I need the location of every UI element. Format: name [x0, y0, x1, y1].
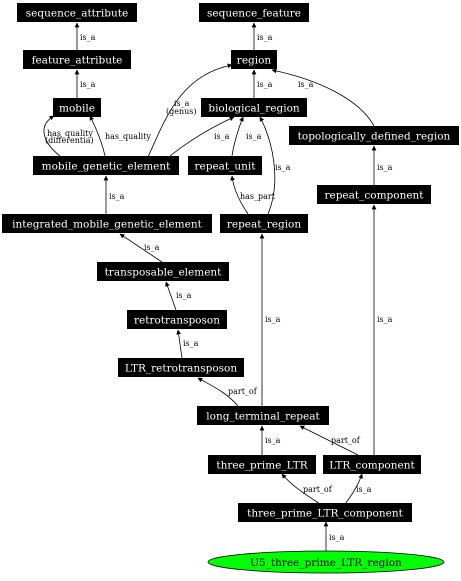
edge-label: (differentia): [45, 136, 94, 145]
node-ltr-component[interactable]: LTR_component: [323, 455, 421, 474]
node-three-prime-ltr[interactable]: three_prime_LTR: [208, 455, 316, 474]
node-biological-region[interactable]: biological_region: [201, 98, 307, 117]
edge-ltr-component-part-of-ltr: [299, 425, 359, 456]
node-label: region: [237, 55, 272, 67]
edge-label: is_a: [377, 163, 393, 172]
edge-label: has_quality: [47, 129, 93, 138]
node-label: LTR_component: [329, 460, 415, 472]
edge-tplc-to-ltr-component: [344, 473, 363, 505]
node-repeat-unit[interactable]: repeat_unit: [188, 156, 262, 175]
node-label: feature_attribute: [32, 55, 123, 67]
edge-label: is_a: [80, 80, 96, 89]
edge-label: (genus): [166, 107, 197, 116]
edges: is_a is_a is_a is_a is_a (genus) is_a ha…: [43, 22, 393, 552]
edge-label: is_a: [183, 339, 199, 348]
edge-repeat-region-has-part-repeat-unit: [230, 175, 249, 215]
edge-tplc-part-of-three-prime-ltr: [281, 473, 321, 505]
edge-label: is_a: [80, 33, 96, 42]
edge-label: is_a: [109, 192, 125, 201]
node-repeat-region[interactable]: repeat_region: [220, 214, 308, 233]
node-label: repeat_unit: [194, 161, 256, 173]
edge-topologically-defined-region-to-region: [271, 68, 375, 127]
node-repeat-component[interactable]: repeat_component: [317, 185, 431, 204]
edge-label: is_a: [265, 436, 281, 445]
node-label: three_prime_LTR: [216, 460, 308, 472]
node-label: repeat_region: [227, 219, 302, 231]
node-label: sequence_feature: [207, 8, 301, 20]
node-label: retrotransposon: [134, 315, 220, 327]
edge-label: has_quality: [105, 132, 151, 141]
node-feature-attribute[interactable]: feature_attribute: [23, 50, 131, 69]
node-long-terminal-repeat[interactable]: long_terminal_repeat: [197, 406, 329, 425]
edge-label: is_a: [265, 315, 281, 324]
edge-label: is_a: [174, 99, 190, 108]
node-three-prime-ltr-component[interactable]: three_prime_LTR_component: [238, 503, 412, 522]
edge-label: is_a: [298, 80, 314, 89]
edge-transposable-element-to-imge: [119, 233, 163, 263]
node-mobile-genetic-element[interactable]: mobile_genetic_element: [33, 156, 179, 175]
node-label: sequence_attribute: [26, 8, 128, 20]
edge-label: is_a: [246, 132, 262, 141]
edge-label: is_a: [214, 132, 230, 141]
edge-mge-to-mobile-has-quality: [89, 115, 106, 157]
node-topologically-defined-region[interactable]: topologically_defined_region: [289, 126, 459, 145]
edge-mge-to-biological-region: [169, 116, 235, 157]
edge-repeat-region-to-biological-region: [259, 116, 276, 215]
edge-label: is_a: [257, 33, 273, 42]
edge-label: part_of: [331, 436, 361, 445]
edge-label: part_of: [228, 387, 258, 396]
node-label: long_terminal_repeat: [206, 411, 320, 423]
edge-retrotransposon-to-transposable-element: [165, 281, 177, 311]
node-label: transposable_element: [105, 267, 223, 279]
edge-label: is_a: [257, 80, 273, 89]
node-label: LTR_retrotransposon: [125, 363, 237, 375]
node-label: mobile: [59, 103, 95, 115]
node-label: mobile_genetic_element: [42, 161, 172, 173]
node-sequence-attribute[interactable]: sequence_attribute: [17, 3, 137, 22]
edge-label: is_a: [377, 315, 393, 324]
node-label: topologically_defined_region: [298, 131, 451, 143]
node-ltr-retrotransposon[interactable]: LTR_retrotransposon: [118, 358, 244, 377]
edge-mge-to-region-genus: [147, 63, 233, 158]
edge-label: is_a: [356, 485, 372, 494]
edge-repeat-unit-to-biological-region: [231, 116, 244, 157]
edge-label: is_a: [144, 243, 160, 252]
edge-mge-to-mobile-quality: [43, 115, 61, 157]
node-mobile[interactable]: mobile: [53, 98, 101, 117]
node-u5-three-prime-ltr-region[interactable]: U5_three_prime_LTR_region: [207, 550, 445, 574]
node-label: three_prime_LTR_component: [247, 508, 403, 520]
edge-label: part_of: [303, 485, 333, 494]
node-integrated-mobile-genetic-element[interactable]: integrated_mobile_genetic_element: [2, 214, 212, 233]
edge-label: has_part: [240, 192, 276, 201]
node-label: integrated_mobile_genetic_element: [12, 219, 202, 231]
node-label: U5_three_prime_LTR_region: [250, 557, 402, 569]
edge-label: is_a: [176, 291, 192, 300]
edge-ltr-retrotransposon-to-retrotransposon: [176, 329, 183, 359]
node-sequence-feature[interactable]: sequence_feature: [199, 3, 309, 22]
node-region[interactable]: region: [231, 50, 277, 69]
node-retrotransposon[interactable]: retrotransposon: [127, 310, 227, 329]
edge-label: is_a: [329, 533, 345, 542]
edge-label: is_a: [275, 163, 291, 172]
nodes: sequence_attribute sequence_feature feat…: [2, 3, 459, 574]
edge-ltr-part-of-ltr-retrotransposon: [197, 377, 239, 407]
node-label: repeat_component: [324, 190, 424, 202]
node-transposable-element[interactable]: transposable_element: [97, 262, 229, 281]
node-label: biological_region: [208, 103, 300, 115]
